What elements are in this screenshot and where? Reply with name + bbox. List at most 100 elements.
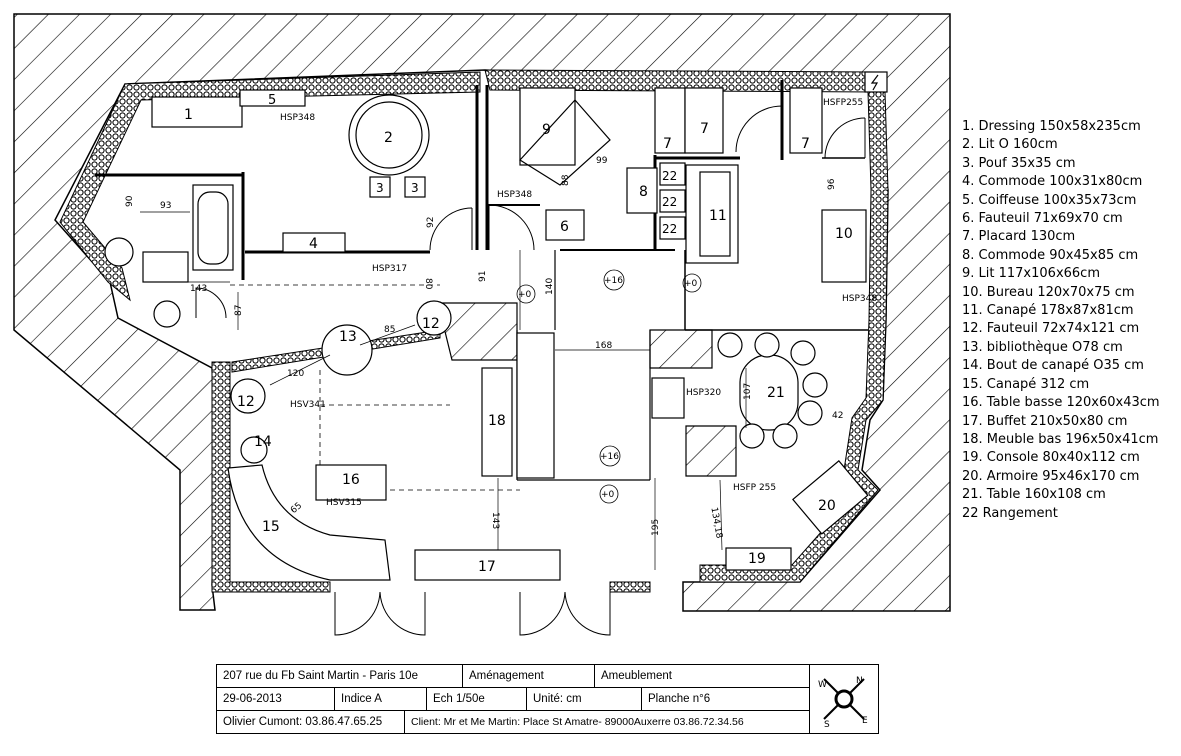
legend-item-12: 12. Fauteuil 72x74x121 cm (962, 321, 1140, 337)
label-17: 17 (478, 559, 496, 575)
legend-item-14: 14. Bout de canapé O35 cm (962, 358, 1144, 374)
legend-item-1: 1. Dressing 150x58x235cm (962, 119, 1141, 134)
item-10-bureau (821, 209, 867, 283)
title-project: Aménagement (463, 665, 595, 688)
label-7b: 7 (700, 121, 709, 137)
height-hsfp255-a: HSFP255 (823, 98, 863, 108)
height-hsp348-a: HSP348 (280, 113, 315, 123)
legend-item-8: 8. Commode 90x45x85 cm (962, 247, 1139, 263)
dim-96: 96 (827, 178, 837, 190)
height-hsp320: HSP320 (686, 388, 721, 398)
dim-42: 42 (832, 411, 843, 421)
dimension-lines (140, 211, 747, 570)
dim-87: 87 (234, 305, 244, 316)
label-16: 16 (342, 472, 360, 488)
dim-143a: 143 (190, 284, 207, 294)
chair-2 (754, 332, 780, 358)
item-22-storage-b (659, 189, 686, 213)
level-d: +16 (600, 452, 619, 462)
legend-item-21: 21. Table 160x108 cm (962, 487, 1106, 503)
legend-item-11: 11. Canapé 178x87x81cm (962, 303, 1134, 319)
legend-item-3: 3. Pouf 35x35 cm (962, 155, 1076, 171)
height-hsfp255-b: HSFP 255 (733, 483, 776, 493)
height-hsp348-b: HSP348 (497, 190, 532, 200)
item-12-fauteuil-b (230, 378, 266, 414)
item-17-buffet (414, 549, 561, 581)
label-22c: 22 (662, 222, 677, 236)
item-7-placard-c (789, 87, 823, 154)
dim-99: 99 (596, 156, 608, 166)
chair-4 (802, 372, 828, 398)
dim-92: 92 (426, 217, 436, 228)
chair-5 (797, 400, 823, 426)
label-15: 15 (262, 519, 280, 535)
legend-item-2: 2. Lit O 160cm (962, 137, 1058, 153)
label-14: 14 (254, 434, 272, 450)
item-6-fauteuil (545, 209, 585, 241)
label-21: 21 (767, 385, 785, 401)
item-15-sofa (227, 464, 391, 581)
title-address: 207 rue du Fb Saint Martin - Paris 10e (217, 665, 463, 688)
label-8: 8 (639, 184, 648, 200)
washbasin-round (104, 237, 134, 267)
dim-120: 120 (287, 369, 304, 379)
dim-140: 140 (545, 278, 555, 295)
item-22-storage-a (659, 162, 686, 186)
item-3-pouf-a (369, 176, 391, 198)
item-7-placard-b (684, 87, 724, 154)
compass-n: N (856, 676, 863, 686)
dim-93: 93 (160, 201, 171, 211)
dim-143b: 143 (490, 512, 500, 529)
height-hsp348-c: HSP348 (842, 294, 877, 304)
legend-item-20: 20. Armoire 95x46x170 cm (962, 468, 1140, 484)
legend-item-18: 18. Meuble bas 196x50x41cm (962, 431, 1159, 447)
legend-item-10: 10. Bureau 120x70x75 cm (962, 284, 1135, 300)
label-18: 18 (488, 413, 506, 429)
item-9-bed (519, 87, 576, 166)
chair-7 (739, 423, 765, 449)
toilet (153, 300, 181, 328)
dim-88: 88 (561, 174, 571, 186)
item-20-wardrobe (792, 460, 869, 535)
label-12a: 12 (422, 316, 440, 332)
legend-item-19: 19. Console 80x40x112 cm (962, 450, 1140, 466)
label-22a: 22 (662, 169, 677, 183)
item-labels: 1 2 3 3 4 5 6 7 7 7 8 9 10 11 12 12 13 1… (184, 93, 853, 575)
legend-item-16: 16. Table basse 120x60x43cm (962, 395, 1160, 411)
title-client: Client: Mr et Me Martin: Place St Amatre… (405, 711, 810, 734)
label-20: 20 (818, 498, 836, 514)
title-subject: Ameublement (595, 665, 810, 688)
label-3a: 3 (376, 181, 384, 195)
item-18-lowboard (481, 367, 513, 477)
label-11: 11 (709, 208, 727, 224)
title-index: Indice A (335, 688, 427, 711)
label-6: 6 (560, 219, 569, 235)
title-date: 29-06-2013 (217, 688, 335, 711)
label-10: 10 (835, 226, 853, 242)
item-3-pouf-b (404, 176, 426, 198)
level-e: +0 (601, 490, 615, 500)
item-8-commode (626, 167, 658, 214)
item-13-bookcase (321, 324, 373, 376)
legend-item-15: 15. Canapé 312 cm (962, 376, 1090, 392)
legend-item-22: 22 Rangement (962, 505, 1058, 521)
item-4-commode (282, 232, 346, 253)
dim-85: 85 (384, 325, 395, 335)
label-7c: 7 (801, 136, 810, 152)
height-hsp317: HSP317 (372, 264, 407, 274)
level-c: +0 (684, 279, 698, 289)
dim-168: 168 (595, 341, 612, 351)
label-22b: 22 (662, 195, 677, 209)
item-16-coffee-table (315, 464, 387, 501)
label-13: 13 (339, 329, 357, 345)
label-19: 19 (748, 551, 766, 567)
chair-6 (772, 423, 798, 449)
item-19-console (725, 547, 792, 571)
item-11-sofa-seat (699, 171, 731, 257)
chair-3 (790, 340, 816, 366)
label-2: 2 (384, 130, 393, 146)
item-7-placard-a (654, 87, 686, 154)
bathtub-inner (197, 191, 229, 265)
legend-item-7: 7. Placard 130cm (962, 229, 1076, 245)
dimension-labels: 90 93 143 87 92 80 85 120 65 91 140 88 9… (125, 156, 843, 540)
